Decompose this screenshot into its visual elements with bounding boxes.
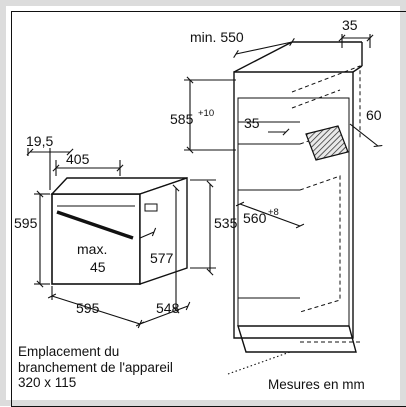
label-max: max.: [77, 241, 107, 257]
note-connection-line3: 320 x 115: [18, 375, 76, 390]
vent-cutout: [305, 125, 349, 161]
label-oven-top-depth: 405: [66, 151, 90, 167]
cabinet-drawing: [233, 41, 363, 353]
label-cabinet-top-right: 35: [342, 17, 358, 33]
oven-side: [139, 177, 188, 285]
note-connection-line2: branchement de l'appareil: [18, 360, 173, 375]
label-cabinet-height-upper: 585: [170, 111, 194, 127]
label-cabinet-inner-35: 35: [244, 115, 260, 131]
label-niche-width: 560: [243, 210, 267, 226]
label-oven-depth-bottom: 548: [156, 300, 180, 316]
oven-drawing: [50, 177, 188, 285]
label-oven-height-front: 595: [14, 215, 38, 231]
label-oven-height-side: 535: [214, 215, 238, 231]
label-max-value: 45: [90, 259, 106, 275]
label-oven-width-front: 595: [76, 300, 100, 316]
label-niche-width-tolerance: +8: [268, 207, 279, 218]
oven-door-handle: [56, 210, 134, 240]
label-cabinet-height-upper-tolerance: +10: [198, 108, 214, 119]
label-cabinet-vent-60: 60: [366, 107, 382, 123]
label-oven-inner-height: 577: [150, 250, 174, 266]
label-cabinet-min-width: min. 550: [190, 29, 244, 45]
oven-dimensions: [26, 148, 216, 329]
label-oven-depth-left: 19,5: [26, 133, 53, 149]
note-units: Mesures en mm: [268, 377, 365, 392]
note-connection-line1: Emplacement du: [18, 344, 119, 359]
cabinet-dimensions: [184, 34, 383, 375]
